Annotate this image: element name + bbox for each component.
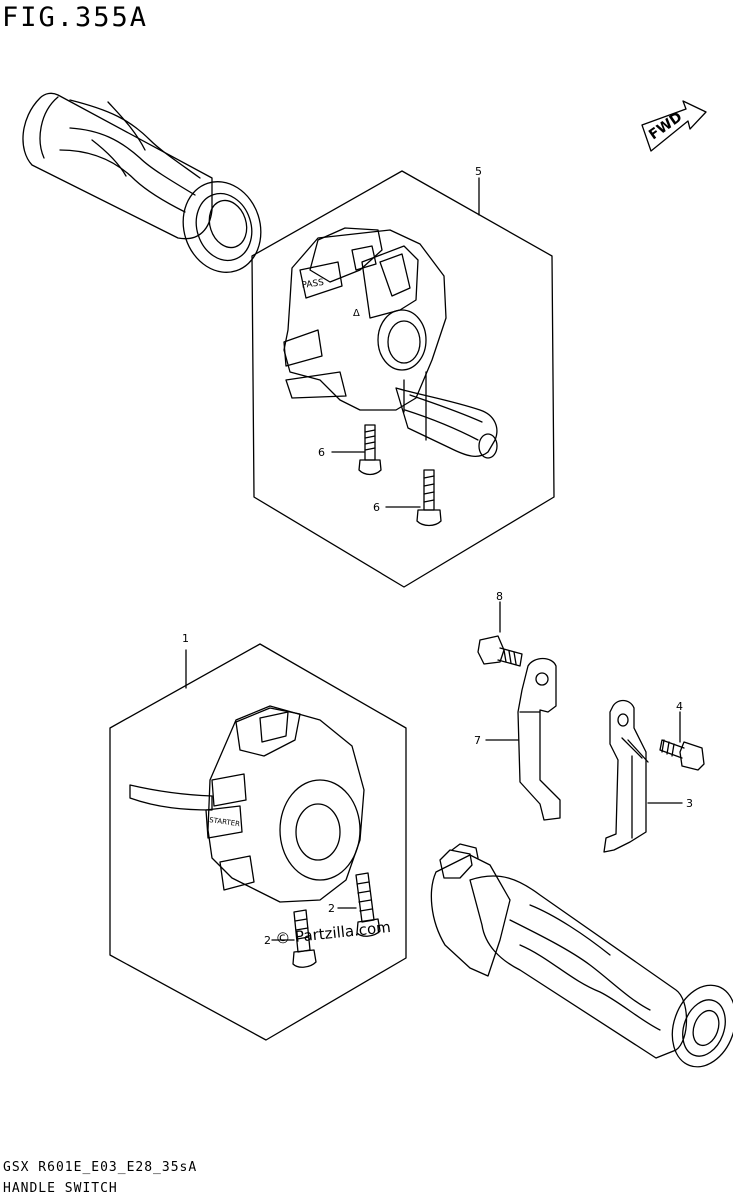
- screw-6a: [358, 424, 382, 476]
- figure-name: HANDLE SWITCH: [3, 1181, 118, 1196]
- assembly-frame-upper: [251, 170, 555, 588]
- watermark: © Partzilla.com: [275, 918, 392, 948]
- bracket-7: [517, 657, 561, 821]
- fwd-label: FWD: [646, 109, 685, 143]
- callout-4: 4: [676, 700, 683, 713]
- callout-1: 1: [182, 632, 189, 645]
- left-handle-switch: [129, 705, 365, 903]
- right-grip-throttle: [430, 843, 733, 1068]
- left-grip: [22, 92, 262, 273]
- fwd-arrow-icon: [641, 100, 707, 152]
- assembly-frame-lower: [109, 643, 407, 1041]
- starter-switch-label: STARTER: [209, 816, 241, 828]
- screw-6b: [416, 469, 442, 527]
- bolt-8: [477, 635, 523, 667]
- callout-8: 8: [496, 590, 503, 603]
- screw-2b: [292, 909, 317, 968]
- figure-code: GSX R601E_E03_E28_35sA: [3, 1160, 198, 1175]
- clamp-3: [603, 699, 649, 853]
- right-handle-switch: [283, 227, 498, 459]
- pass-switch-label: PASS: [301, 278, 325, 291]
- figure-title: FIG.355A: [2, 2, 149, 33]
- callout-2b: 2: [264, 934, 271, 947]
- callout-7: 7: [474, 734, 481, 747]
- screw-2a: [355, 872, 381, 937]
- callout-6b: 6: [373, 501, 380, 514]
- callout-6a: 6: [318, 446, 325, 459]
- hazard-switch-label: Δ: [353, 308, 360, 319]
- callout-5: 5: [475, 165, 482, 178]
- callout-2a: 2: [328, 902, 335, 915]
- bolt-4: [659, 739, 705, 771]
- callout-3: 3: [686, 797, 693, 810]
